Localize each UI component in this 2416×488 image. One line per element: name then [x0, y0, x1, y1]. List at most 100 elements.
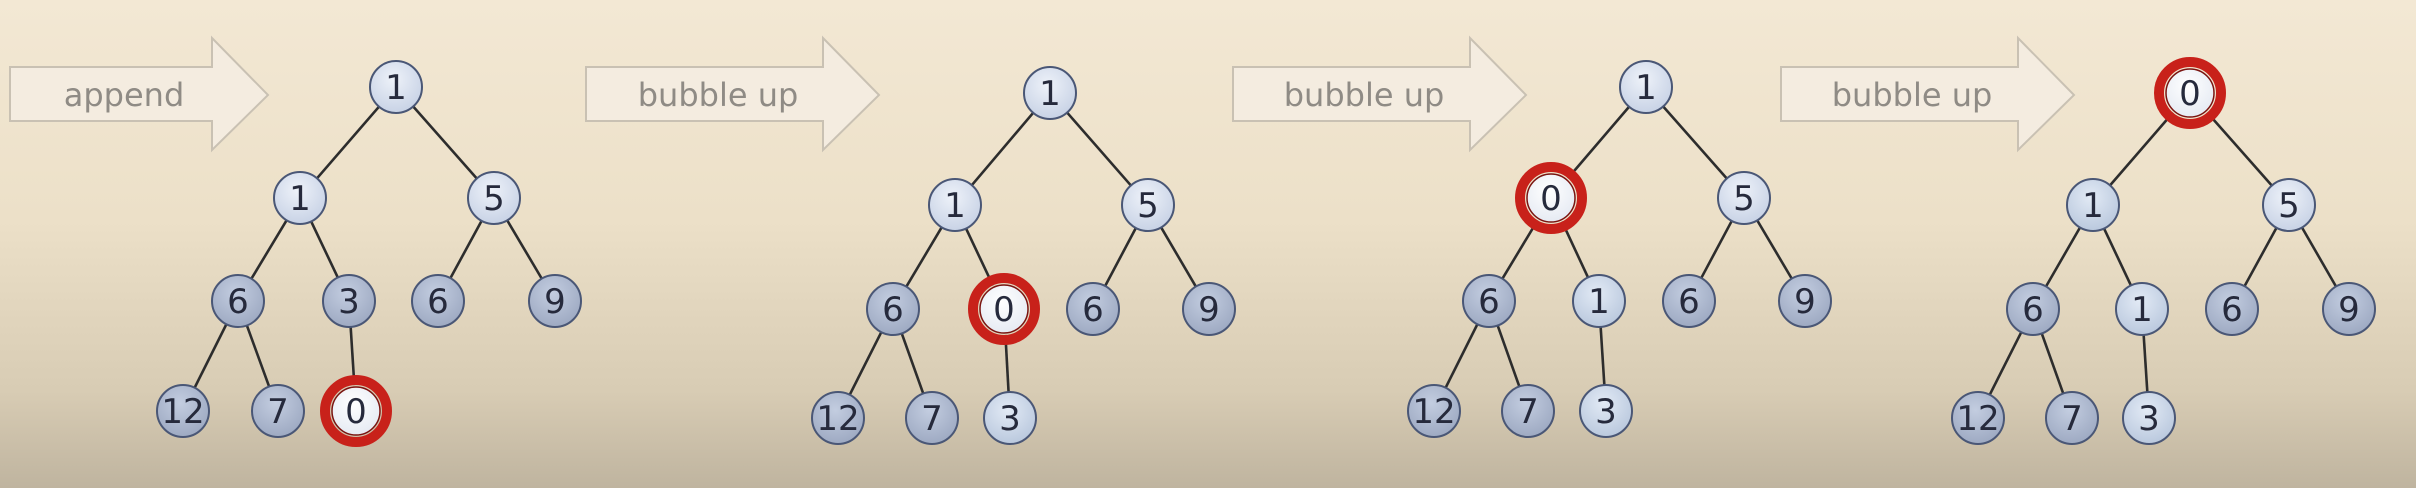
tree-edge [2040, 333, 2065, 394]
node-circle [251, 384, 305, 438]
tree-edge [309, 220, 340, 279]
heap-node: 6 [211, 274, 265, 328]
tree-edge [2206, 111, 2273, 187]
tree-edge [905, 226, 943, 288]
node-value: 3 [1595, 392, 1617, 432]
heap-node: 1 [2115, 282, 2169, 336]
node-circle [1778, 274, 1832, 328]
heap-node: 3 [2122, 391, 2176, 445]
heap-node: 7 [2045, 391, 2099, 445]
heap-node: 1 [928, 178, 982, 232]
node-value: 0 [993, 290, 1015, 330]
tree-edge [1496, 325, 1521, 387]
heap-node: 7 [1501, 384, 1555, 438]
tree-edge [2243, 227, 2278, 287]
node-circle [2006, 282, 2060, 336]
node-circle [2115, 282, 2169, 336]
step-1-arrow: append [9, 35, 270, 153]
node-value: 3 [999, 399, 1021, 439]
heap-node: 5 [2262, 178, 2316, 232]
node-circle [1619, 60, 1673, 114]
node-circle [331, 386, 381, 436]
heap-node: 6 [1462, 274, 1516, 328]
tree-edge [1662, 105, 1728, 180]
node-circle [1462, 274, 1516, 328]
node-value: 1 [2131, 290, 2153, 330]
tree-edge [2300, 226, 2338, 288]
tree-edge [1599, 326, 1606, 386]
node-value: 6 [1678, 282, 1700, 322]
tree-edge [970, 111, 1035, 187]
heap-node: 5 [1717, 171, 1771, 225]
heap-node: 3 [983, 391, 1037, 445]
step-4-arrow-shape [1780, 35, 2076, 153]
node-circle [528, 274, 582, 328]
node-value: 1 [1635, 68, 1657, 108]
node-value: 5 [483, 179, 505, 219]
heap-node: 1 [2066, 178, 2120, 232]
heap-node: 7 [905, 391, 959, 445]
node-value: 12 [816, 399, 859, 439]
node-value: 5 [2278, 186, 2300, 226]
step-4-arrow: bubble up [1780, 35, 2076, 153]
node-circle [1407, 384, 1461, 438]
node-value: 5 [1733, 179, 1755, 219]
node-value: 6 [227, 282, 249, 322]
node-value: 9 [1794, 282, 1816, 322]
tree-edge [1566, 105, 1631, 180]
tree-edge [1104, 227, 1137, 287]
node-circle [322, 274, 376, 328]
heap-node: 0 [2154, 57, 2226, 129]
node-value: 3 [2138, 399, 2160, 439]
node-circle [866, 282, 920, 336]
node-circle [2262, 178, 2316, 232]
node-circle [369, 60, 423, 114]
step-2-arrow-shape [585, 35, 881, 153]
heap-node: 6 [411, 274, 465, 328]
tree-edge [449, 220, 483, 279]
node-circle [1066, 282, 1120, 336]
node-value: 1 [289, 179, 311, 219]
node-value: 6 [1082, 290, 1104, 330]
highlight-ring [2154, 57, 2226, 129]
step-3-arrow-label: bubble up [1284, 76, 1445, 114]
node-circle [1182, 282, 1236, 336]
heap-node: 5 [1121, 178, 1175, 232]
step-3-arrow-shape [1232, 35, 1528, 153]
node-value: 0 [345, 392, 367, 432]
node-value: 6 [2221, 290, 2243, 330]
tree-edge [2102, 227, 2133, 287]
heap-node: 1 [1023, 66, 1077, 120]
heap-node: 0 [320, 375, 392, 447]
tree-edge [1066, 111, 1132, 187]
highlight-ring [1515, 162, 1587, 234]
node-circle [273, 171, 327, 225]
node-circle [1662, 274, 1716, 328]
node-value: 12 [1412, 392, 1455, 432]
node-value: 9 [2338, 290, 2360, 330]
node-value: 1 [1588, 282, 1610, 322]
node-value: 1 [2082, 186, 2104, 226]
heap-node: 12 [811, 391, 865, 445]
tree-edge [193, 323, 228, 389]
heap-node: 12 [1407, 384, 1461, 438]
tree-edge [1560, 221, 1590, 278]
tree-edge [964, 227, 995, 287]
node-circle [1121, 178, 1175, 232]
node-value: 9 [1198, 290, 1220, 330]
node-circle [2322, 282, 2376, 336]
heap-node: 9 [2322, 282, 2376, 336]
node-circle [928, 178, 982, 232]
node-value: 7 [1517, 392, 1539, 432]
node-value: 7 [2061, 399, 2083, 439]
node-circle [411, 274, 465, 328]
heap-node: 5 [467, 171, 521, 225]
node-value: 0 [2179, 74, 2201, 114]
step-3-arrow: bubble up [1232, 35, 1528, 153]
node-circle [1951, 391, 2005, 445]
node-value: 12 [161, 392, 204, 432]
node-circle [811, 391, 865, 445]
node-value: 0 [1540, 179, 1562, 219]
